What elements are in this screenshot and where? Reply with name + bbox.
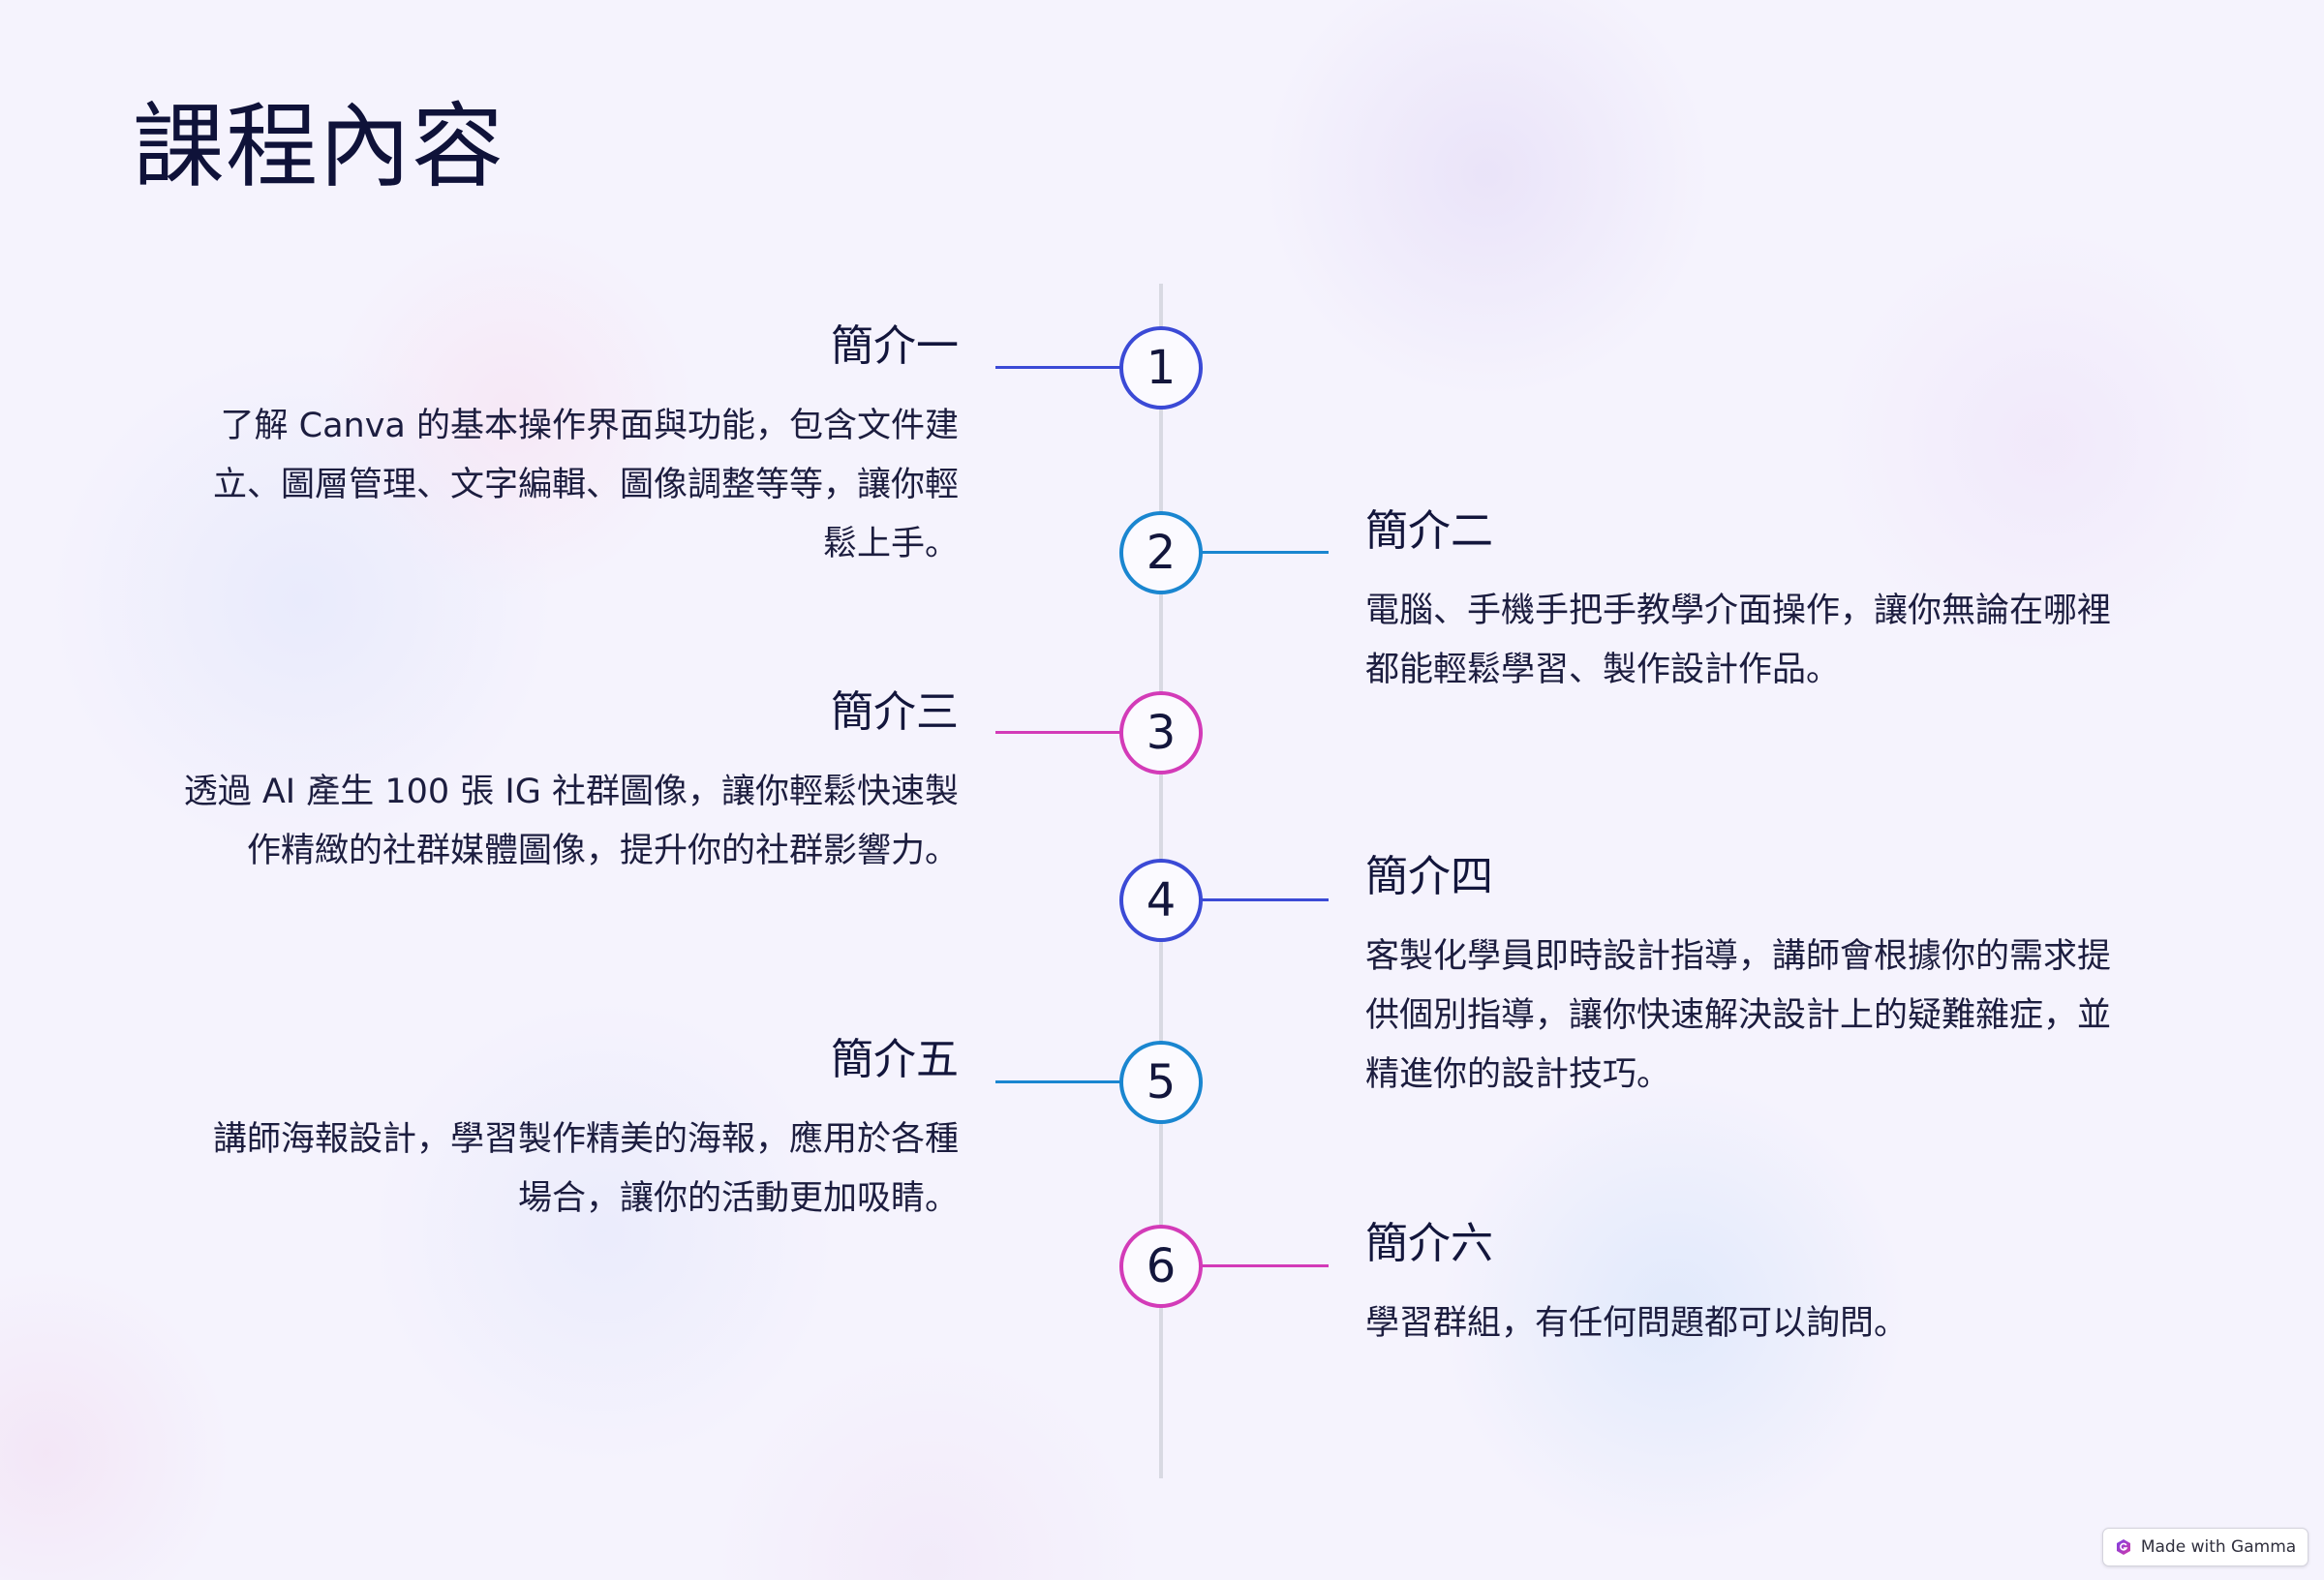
desc-line: 立、圖層管理、文字編輯、圖像調整等等，讓你輕	[212, 466, 959, 504]
desc-line: 電腦、手機手把手教學介面操作，讓你無論在哪裡	[1365, 592, 2112, 630]
timeline-item-4: 簡介四 客製化學員即時設計指導，講師會根據你的需求提 供個別指導，讓你快速解決設…	[1365, 850, 2188, 1105]
timeline-item-title-6: 簡介六	[1365, 1219, 1493, 1268]
timeline-connector-3	[995, 731, 1123, 734]
timeline-connector-6	[1201, 1264, 1329, 1267]
timeline-connector-2	[1201, 551, 1329, 554]
timeline-connector-5	[995, 1080, 1123, 1083]
desc-line: 透過 AI 產生 100 張 IG 社群圖像，讓你輕鬆快速製	[183, 773, 959, 811]
timeline-item-desc-4: 客製化學員即時設計指導，講師會根據你的需求提 供個別指導，讓你快速解決設計上的疑…	[1365, 927, 2188, 1105]
timeline-item-2: 簡介二 電腦、手機手把手教學介面操作，讓你無論在哪裡 都能輕鬆學習、製作設計作品…	[1365, 504, 2188, 700]
timeline-item-desc-1: 了解 Canva 的基本操作界面與功能，包含文件建 立、圖層管理、文字編輯、圖像…	[136, 397, 959, 574]
timeline-marker-2: 2	[1119, 511, 1203, 594]
timeline-number-2: 2	[1146, 526, 1177, 580]
desc-line: 講師海報設計，學習製作精美的海報，應用於各種	[212, 1120, 959, 1159]
timeline-connector-1	[995, 366, 1123, 369]
timeline-marker-1: 1	[1119, 326, 1203, 410]
timeline-item-5: 簡介五 講師海報設計，學習製作精美的海報，應用於各種 場合，讓你的活動更加吸睛。	[136, 1033, 959, 1229]
desc-line: 了解 Canva 的基本操作界面與功能，包含文件建	[220, 407, 959, 445]
timeline-number-5: 5	[1146, 1055, 1177, 1109]
timeline-item-6: 簡介六 學習群組，有任何問題都可以詢問。	[1365, 1217, 2188, 1353]
gamma-logo-icon	[2115, 1538, 2132, 1556]
timeline-item-desc-3: 透過 AI 產生 100 張 IG 社群圖像，讓你輕鬆快速製 作精緻的社群媒體圖…	[136, 763, 959, 881]
timeline-item-title-5: 簡介五	[831, 1035, 959, 1084]
timeline-item-desc-6: 學習群組，有任何問題都可以詢問。	[1365, 1294, 2188, 1353]
desc-line: 客製化學員即時設計指導，講師會根據你的需求提	[1365, 937, 2112, 976]
timeline-item-title-3: 簡介三	[831, 687, 959, 737]
timeline-number-3: 3	[1146, 706, 1177, 760]
desc-line: 學習群組，有任何問題都可以詢問。	[1365, 1304, 1909, 1343]
timeline-item-1: 簡介一 了解 Canva 的基本操作界面與功能，包含文件建 立、圖層管理、文字編…	[136, 319, 959, 574]
desc-line: 供個別指導，讓你快速解決設計上的疑難雜症，並	[1365, 996, 2112, 1035]
timeline-item-title-1: 簡介一	[831, 321, 959, 371]
desc-line: 精進你的設計技巧。	[1365, 1055, 1671, 1094]
timeline-number-4: 4	[1146, 873, 1177, 927]
timeline-item-desc-2: 電腦、手機手把手教學介面操作，讓你無論在哪裡 都能輕鬆學習、製作設計作品。	[1365, 582, 2188, 700]
timeline-marker-4: 4	[1119, 859, 1203, 942]
badge-label: Made with Gamma	[2140, 1537, 2297, 1557]
timeline-number-6: 6	[1146, 1239, 1177, 1293]
timeline-item-title-4: 簡介四	[1365, 852, 1493, 901]
desc-line: 鬆上手。	[822, 525, 959, 563]
timeline-marker-5: 5	[1119, 1041, 1203, 1124]
timeline-marker-6: 6	[1119, 1225, 1203, 1308]
timeline-connector-4	[1201, 898, 1329, 901]
timeline-item-title-2: 簡介二	[1365, 506, 1493, 556]
desc-line: 都能輕鬆學習、製作設計作品。	[1365, 651, 1841, 689]
timeline-item-desc-5: 講師海報設計，學習製作精美的海報，應用於各種 場合，讓你的活動更加吸睛。	[136, 1110, 959, 1229]
timeline-number-1: 1	[1146, 341, 1177, 395]
desc-line: 場合，讓你的活動更加吸睛。	[517, 1179, 959, 1218]
page-title: 課程內容	[133, 94, 505, 200]
timeline-item-3: 簡介三 透過 AI 產生 100 張 IG 社群圖像，讓你輕鬆快速製 作精緻的社…	[136, 685, 959, 881]
made-with-gamma-badge[interactable]: Made with Gamma	[2102, 1528, 2309, 1566]
timeline-marker-3: 3	[1119, 691, 1203, 775]
desc-line: 作精緻的社群媒體圖像，提升你的社群影響力。	[246, 832, 959, 870]
